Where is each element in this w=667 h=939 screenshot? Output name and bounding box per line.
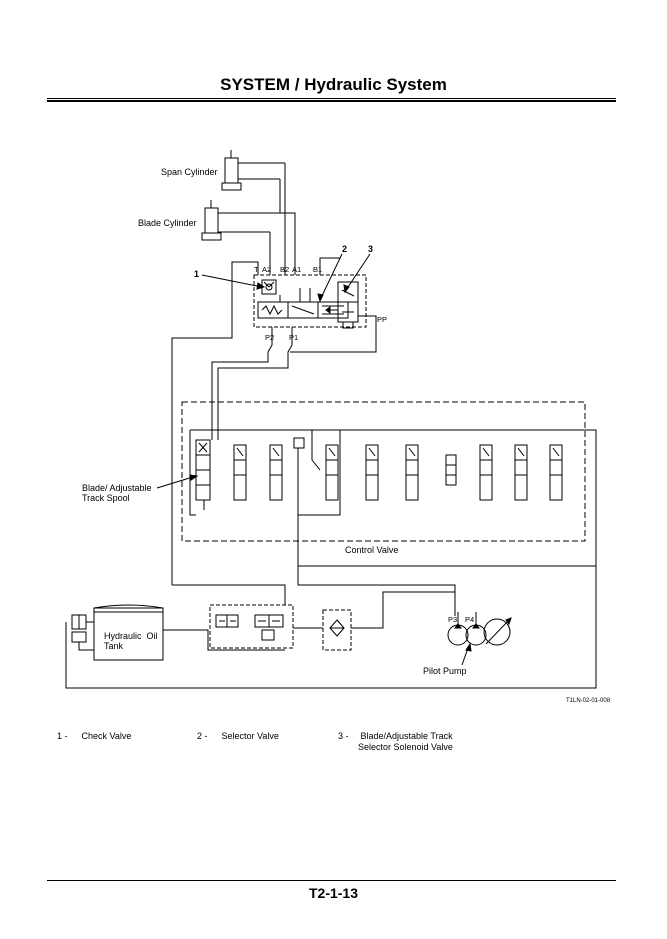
spool-10 [549,444,563,501]
figure-code: T1LN-02-01-008 [566,698,611,704]
port-b2: B2 [280,265,289,274]
line-filter [293,591,455,651]
spool-7 [445,454,457,486]
pilot-valve-right [254,614,284,641]
blade-spool-label-1: Blade/ Adjustable [82,483,152,493]
spool-8 [479,444,493,501]
header-rule-thick [47,100,616,102]
port-b1: B1 [313,265,322,274]
port-t: T [254,265,259,274]
legend-num: 3 - [338,731,349,741]
legend-item-3: 3 - Blade/Adjustable Track Selector Sole… [338,731,453,753]
pilot-pump-label: Pilot Pump [423,666,467,676]
tank-label-1: Hydraulic Oil [104,631,158,641]
spool-9 [514,444,528,501]
port-p1: P1 [289,333,298,342]
blade-spool-label-2: Track Spool [82,493,130,503]
port-p4: P4 [465,615,474,624]
port-a2: A2 [262,265,271,274]
span-cylinder-label: Span Cylinder [161,167,218,177]
spool-1 [195,439,211,501]
span-cylinder [221,150,285,191]
spool-4 [325,444,339,501]
relief-valve [293,430,341,516]
port-a1: A1 [292,265,301,274]
hydraulic-oil-tank [93,604,164,661]
port-p3: P3 [448,615,457,624]
legend-num: 2 - [197,731,208,741]
control-valve-label: Control Valve [345,545,398,555]
legend-item-2: 2 - Selector Valve [197,731,279,742]
header-rule-thin [47,98,616,99]
legend-item-1: 1 - Check Valve [57,731,131,742]
footer-rule [47,880,616,881]
legend-text-line2: Selector Solenoid Valve [358,742,453,752]
pilot-pump [447,612,512,666]
pilot-valve-left [215,614,239,628]
legend-num: 1 - [57,731,68,741]
legend-text: Selector Valve [221,731,279,741]
control-valve-box [181,401,586,542]
spool-3 [269,444,283,501]
selector-valve-group [253,274,367,328]
page-title: SYSTEM / Hydraulic System [220,75,447,94]
blade-cylinder [201,200,285,241]
spool-2 [233,444,247,501]
port-pp: PP [377,315,387,324]
legend-text: Blade/Adjustable Track [360,731,453,741]
spool-6 [405,444,419,501]
callout-3: 3 [368,244,373,254]
solenoid-valve [325,281,359,329]
callout-1: 1 [194,269,199,279]
selector-valve [257,288,349,319]
legend-text: Check Valve [81,731,132,741]
pilot-valve-group [209,604,294,649]
page-code: T2-1-13 [308,885,359,901]
tank-label-2: Tank [104,641,124,651]
spool-5 [365,444,379,501]
blade-cylinder-label: Blade Cylinder [138,218,197,228]
callout-2: 2 [342,244,347,254]
tank-filter [71,614,94,651]
port-p2: P2 [265,333,274,342]
